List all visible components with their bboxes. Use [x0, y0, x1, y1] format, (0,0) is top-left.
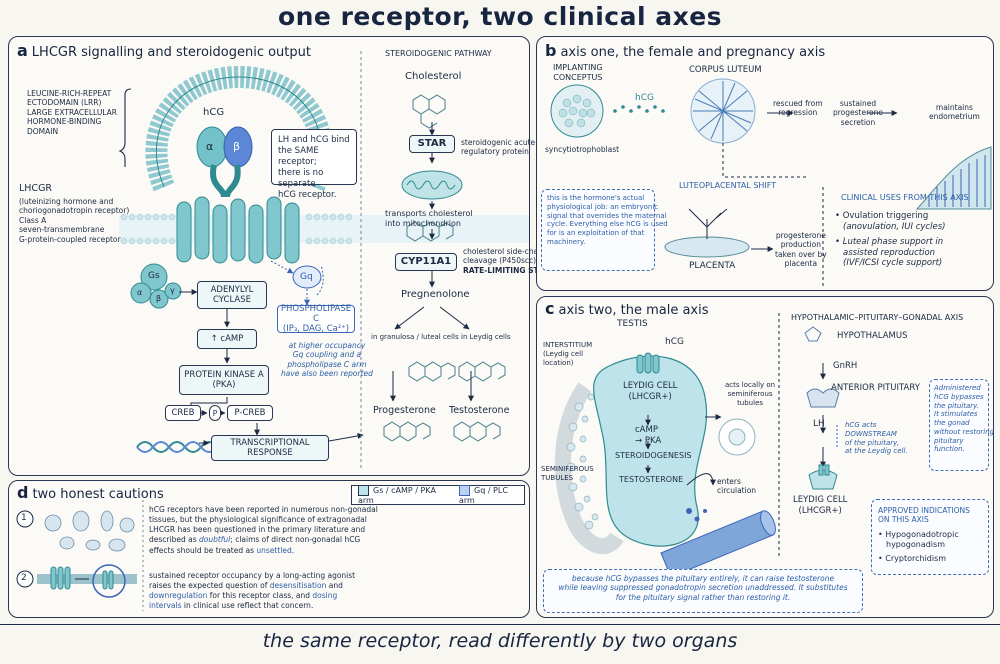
- gs-beta-label: β: [156, 294, 162, 303]
- panel-b-graphics: [550, 78, 992, 287]
- phospholipase-c-box: PHOSPHOLIPASE C(IP₃, DAG, Ca²⁺): [277, 304, 355, 334]
- leydig-cell-shape: [593, 355, 708, 547]
- footer-caption: the same receptor, read differently by t…: [262, 630, 738, 652]
- footer-divider: [0, 624, 1000, 625]
- granulosa-label: in granulosa / luteal cells: [371, 333, 459, 341]
- star-box: STAR: [409, 135, 455, 153]
- clinical-use-ovulation: • Ovulation triggering(anovulation, IUI …: [835, 211, 946, 232]
- hcg-label-b: hCG: [635, 93, 654, 103]
- leydig-cells-label: in Leydig cells: [461, 333, 511, 341]
- legend-gq: Gq / PLC arm: [459, 485, 508, 505]
- pka-box: PROTEIN KINASE A(PKA): [179, 365, 269, 395]
- organ-icons: [44, 510, 135, 552]
- caution-1-number: 1: [21, 513, 27, 523]
- hpg-axis-title: HYPOTHALAMIC–PITUITARY–GONADAL AXIS: [791, 313, 964, 322]
- anterior-pituitary-label: ANTERIOR PITUITARY: [831, 383, 920, 393]
- corpus-luteum-label: CORPUS LUTEUM: [689, 65, 762, 75]
- gs-label: Gs: [148, 271, 160, 281]
- cholesterol-label: Cholesterol: [405, 71, 462, 82]
- steroid-molecule-icons: [406, 94, 506, 382]
- leydig-cell-hpg-label: LEYDIG CELL(LHCGR+): [793, 495, 848, 516]
- lh-label: LH: [813, 419, 825, 429]
- syncytiotrophoblast-label: syncytiotrophoblast: [545, 145, 620, 154]
- mitochondrion: [401, 170, 463, 200]
- gs-gamma-label: γ: [170, 286, 175, 295]
- hcg-label: hCG: [203, 107, 225, 118]
- seven-transmembrane-helices: [176, 196, 300, 264]
- leydig-cell-label: LEYDIG CELL(LHCGR+): [623, 381, 678, 402]
- pregnenolone-label: Pregnenolone: [401, 289, 470, 300]
- pcreb-box: P-CREB: [227, 405, 273, 421]
- approved-cryptorchidism: • Cryptorchidism: [878, 554, 947, 563]
- lhcgr-name: LHCGR: [19, 183, 53, 194]
- gq-label: Gq: [300, 272, 313, 282]
- caution-1-text: hCG receptors have been reported in nume…: [149, 505, 378, 555]
- gs-alpha-label: α: [137, 288, 143, 297]
- steroidogenesis-label: STEROIDOGENESIS: [615, 451, 692, 460]
- testosterone-label-c: TESTOSTERONE: [619, 475, 684, 484]
- testosterone-label: Testosterone: [449, 405, 510, 416]
- panel-d-graphics: [16, 495, 144, 611]
- gnrh-label: GnRH: [833, 361, 858, 371]
- panel-c-graphics: [554, 313, 840, 578]
- progesterone-label: Progesterone: [373, 405, 436, 416]
- pathway-title: STEROIDOGENIC PATHWAY: [385, 49, 492, 58]
- creb-box: CREB: [165, 405, 201, 421]
- testis-outline: [554, 382, 624, 555]
- hcg-label-c: hCG: [665, 337, 684, 347]
- camp-box: ↑ cAMP: [197, 329, 257, 349]
- cyp11a1-box: CYP11A1: [395, 253, 457, 271]
- hypothalamus-label: HYPOTHALAMUS: [837, 331, 908, 341]
- luteoplacental-shift-label: LUTEOPLACENTAL SHIFT: [679, 181, 777, 190]
- placenta-label: PLACENTA: [689, 261, 736, 271]
- camp-pka-label: cAMP→ PKA: [635, 425, 662, 446]
- caution-2-text: sustained receptor occupancy by a long-a…: [149, 571, 356, 611]
- phosphate-circle: P: [209, 405, 221, 421]
- caution-2-number: 2: [21, 573, 27, 583]
- beta-label: β: [233, 140, 241, 153]
- clinical-uses-title: CLINICAL USES FROM THIS AXIS: [841, 193, 969, 202]
- page-title: one receptor, two clinical axes: [277, 2, 723, 31]
- testis-label: TESTIS: [617, 319, 648, 329]
- legend: Gs / cAMP / PKA arm Gq / PLC arm: [351, 485, 525, 505]
- bypass-note: because hCG bypasses the pituitary entir…: [543, 569, 863, 613]
- legend-gs: Gs / cAMP / PKA arm: [358, 485, 436, 505]
- panel-a-graphics: [118, 51, 529, 469]
- alpha-label: α: [206, 140, 214, 153]
